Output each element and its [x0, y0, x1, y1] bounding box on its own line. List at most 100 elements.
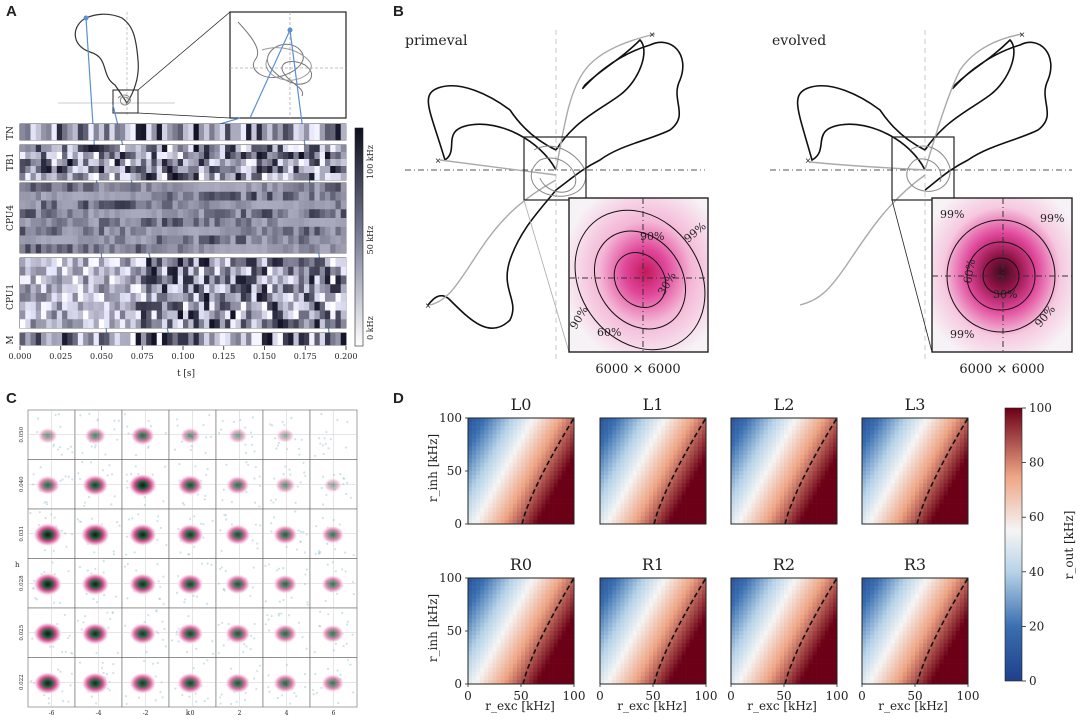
- heatmap-l1: L1: [599, 395, 707, 525]
- scatter-cell: [215, 558, 264, 609]
- heatmap-ytick: 50: [447, 464, 462, 478]
- threshold-curve: [916, 577, 969, 685]
- panel-b-evolved-density: 99% 99% 60% 30% 99% 90%: [931, 197, 1073, 353]
- threshold-curve: [653, 417, 707, 525]
- panel-label-d: D: [393, 390, 404, 407]
- threshold-curve: [784, 577, 838, 685]
- colorbar-a-tick-100: 100 kHz: [366, 145, 375, 179]
- raster-tn: [19, 123, 347, 141]
- colorbar-a-tick-50: 50 kHz: [366, 226, 375, 255]
- heatmap-xtick: 50: [513, 689, 528, 703]
- panel-c-xtick: 2: [238, 710, 242, 717]
- heatmap-title: L0: [511, 395, 532, 414]
- xlabel-col-3: r_exc [kHz]: [747, 699, 817, 713]
- svg-text:×: ×: [435, 156, 441, 167]
- heatmap-title: L2: [774, 395, 795, 414]
- scatter-cell: [215, 459, 264, 510]
- heatmap-ytick: 0: [454, 517, 462, 531]
- colorbar-a: [354, 127, 364, 347]
- row-label-tb1: TB1: [6, 153, 16, 171]
- row-label-cpu1: CPU1: [6, 284, 16, 310]
- scatter-cell: [309, 409, 358, 460]
- scatter-cell: [309, 607, 358, 658]
- scatter-cell: [27, 607, 76, 658]
- panel-a-xtick-label: 0.150: [253, 352, 276, 361]
- colorbar-d-tick: 40: [1029, 565, 1044, 579]
- panel-b-evolved-trajectory: × ×: [770, 30, 1073, 360]
- scatter-cell: [168, 409, 217, 460]
- panel-c-xtick: 4: [285, 710, 289, 717]
- scatter-cell: [215, 508, 264, 559]
- grid-size-right: 6000 × 6000: [959, 362, 1044, 377]
- panel-b-primeval-density: 99% 90% 30% 60% 90%: [567, 197, 709, 353]
- colorbar-d-tick: 0: [1029, 674, 1037, 688]
- scatter-cell: [27, 409, 76, 460]
- scatter-cell: [74, 558, 123, 609]
- scatter-cell: [74, 459, 123, 510]
- colorbar-d-label: r_out [kHz]: [1062, 511, 1076, 580]
- panel-c-ylabel: h: [15, 561, 20, 569]
- scatter-cell: [168, 657, 217, 708]
- contour-label-r-3: 60%: [961, 258, 978, 284]
- panel-c-ytick: 0.050: [19, 426, 25, 442]
- contour-label-r-5: 99%: [950, 328, 974, 341]
- xlabel-col-1: r_exc [kHz]: [485, 699, 555, 713]
- raster-tb1: [19, 144, 347, 181]
- panel-c-xtick: 6: [332, 710, 336, 717]
- heatmap-xtick: 100: [695, 689, 718, 703]
- heatmap-xtick: 50: [645, 689, 660, 703]
- colorbar-d-tick: 60: [1029, 510, 1044, 524]
- threshold-curve: [784, 417, 838, 525]
- scatter-cell: [215, 607, 264, 658]
- scatter-cell: [121, 459, 170, 510]
- scatter-cell: [168, 558, 217, 609]
- panel-a-xtick-label: 0.025: [49, 352, 72, 361]
- xlabel-col-4: r_exc [kHz]: [878, 699, 948, 713]
- svg-text:×: ×: [1019, 30, 1025, 41]
- heatmap-title: R0: [510, 555, 532, 574]
- scatter-cell: [27, 657, 76, 708]
- panel-c-ytick: 0.028: [19, 575, 25, 591]
- scatter-cell: [74, 508, 123, 559]
- panel-b: primeval evolved × × × 99% 90% 30% 60%: [405, 30, 1073, 377]
- panel-c-ytick: 0.022: [19, 674, 25, 690]
- panel-label-c: C: [6, 390, 17, 407]
- scatter-cell: [262, 459, 311, 510]
- scatter-cell: [309, 459, 358, 510]
- svg-text:×: ×: [805, 156, 811, 167]
- row-label-tn: TN: [6, 126, 16, 140]
- heatmap-xtick: 50: [776, 689, 791, 703]
- scatter-cell: [262, 607, 311, 658]
- ylabel-row-2: r_inh [kHz]: [426, 594, 440, 662]
- heatmap-xtick: 0: [596, 689, 604, 703]
- raster-rows: [19, 123, 347, 346]
- heatmap-xtick: 0: [727, 689, 735, 703]
- heatmap-title: R3: [904, 555, 926, 574]
- scatter-cell: [262, 508, 311, 559]
- raster-m: [19, 332, 347, 346]
- row-label-m: M: [6, 335, 16, 344]
- panel-a-xtick-label: 0.200: [335, 352, 358, 361]
- scatter-cell: [215, 657, 264, 708]
- panel-c-xtick: 0: [191, 710, 195, 717]
- scatter-cell: [121, 409, 170, 460]
- colorbar-a-tick-0: 0 kHz: [366, 316, 375, 340]
- scatter-cell: [168, 607, 217, 658]
- contour-label-l-4: 60%: [597, 326, 621, 339]
- colorbar-d: [1004, 407, 1023, 682]
- svg-text:×: ×: [649, 30, 655, 41]
- scatter-cell: [121, 508, 170, 559]
- panel-a: TN TB1 CPU4 CPU1 M 100 kHz 50 kHz 0 kHz …: [6, 11, 375, 379]
- heatmap-xtick: 100: [826, 689, 849, 703]
- raster-cpu1: [19, 257, 347, 329]
- scatter-cell: [74, 409, 123, 460]
- panel-a-xtick-label: 0.075: [131, 352, 154, 361]
- contour-label-l-2: 90%: [640, 230, 664, 243]
- heatmap-ytick: 100: [439, 571, 462, 585]
